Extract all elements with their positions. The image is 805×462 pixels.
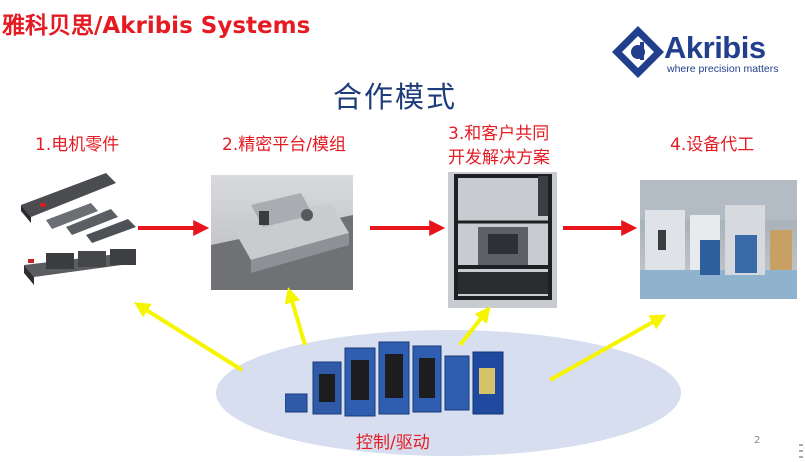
step-3-line-2: 开发解决方案 <box>448 148 550 168</box>
custom-solution-photo <box>448 172 557 308</box>
drive-units-photo <box>285 341 504 417</box>
logo-tagline: where precision matters <box>667 63 779 75</box>
yellow-arrow-to-1 <box>133 302 244 372</box>
step-3-line-1: 3.和客户共同 <box>448 124 550 144</box>
precision-stage-photo <box>211 175 353 290</box>
akribis-logo-icon <box>612 26 664 78</box>
page-heading: 合作模式 <box>332 80 457 114</box>
page-number: 2 <box>754 435 761 446</box>
company-title: 雅科贝思/Akribis Systems <box>2 13 311 39</box>
step-2-label: 2.精密平台/模组 <box>222 135 346 155</box>
step-4-label: 4.设备代工 <box>670 135 755 155</box>
motor-parts-photo <box>16 165 151 295</box>
step-1-label: 1.电机零件 <box>35 135 120 155</box>
control-drive-label: 控制/驱动 <box>356 433 430 453</box>
side-dots-icon <box>799 444 803 458</box>
logo-wordmark: Akribis <box>664 30 766 65</box>
step-3-label: 3.和客户共同 开发解决方案 <box>448 122 550 170</box>
equipment-factory-photo <box>640 180 797 299</box>
